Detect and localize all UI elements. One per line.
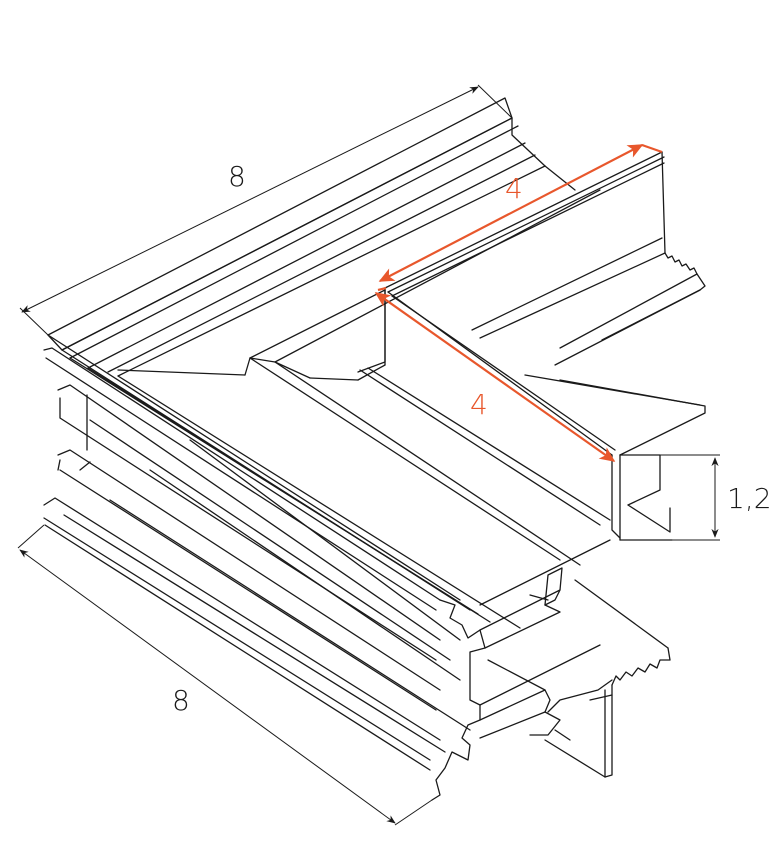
dimension-label: 4 xyxy=(470,388,488,421)
dimension-label: 4 xyxy=(505,172,523,205)
dimension-label: 8 xyxy=(172,684,190,717)
dimension-bottom-length: 8 xyxy=(17,524,433,826)
dimension-top-length: 8 xyxy=(19,84,513,336)
dimension-branch-side: 4 xyxy=(374,286,616,462)
branch-arm xyxy=(384,151,706,541)
dimension-label: 8 xyxy=(228,160,246,193)
end-profile xyxy=(431,539,671,801)
dimension-branch-top: 4 xyxy=(378,143,663,282)
main-bar xyxy=(43,97,576,771)
dimension-height: 1,2 xyxy=(625,454,772,541)
dimension-label: 1,2 xyxy=(727,482,772,515)
